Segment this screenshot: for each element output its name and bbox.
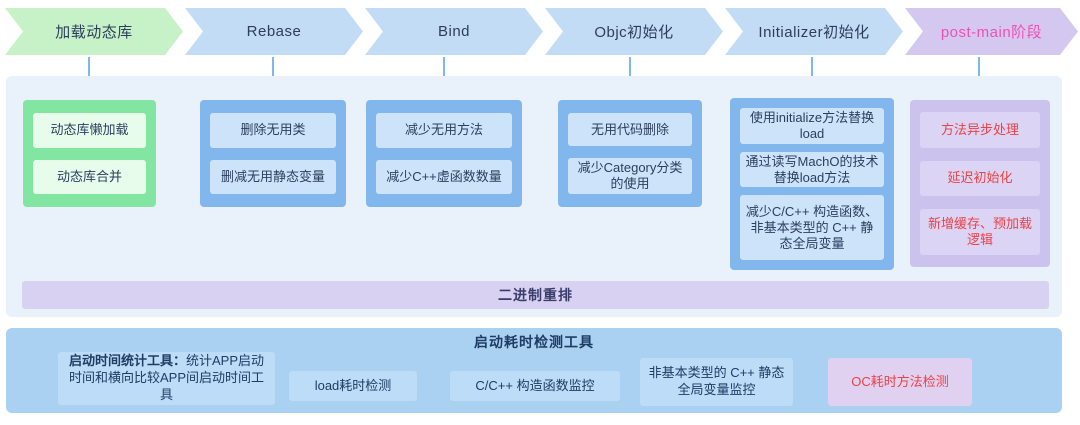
stage-chevron-load-dylib: 加载动态库: [5, 8, 183, 55]
stage-label: 加载动态库: [55, 24, 133, 41]
tool-box-load-time: load耗时检测: [289, 371, 417, 401]
optimization-item: 减少C/C++ 构造函数、非基本类型的 C++ 静态全局变量: [740, 195, 884, 260]
down-arrow-icon: [88, 57, 90, 85]
stage-label: Initializer初始化: [758, 24, 870, 41]
stage-chevron-post-main: post-main阶段: [905, 8, 1078, 55]
startup-time-stat-tool-text: 启动时间统计工具：统计APP启动时间和横向比较APP间启动时间工具: [64, 353, 269, 404]
startup-time-stat-tool-desc: 统计APP启动时间和横向比较APP间启动时间工具: [68, 353, 265, 402]
tools-panel-title: 启动耗时检测工具: [474, 334, 594, 350]
tool-label: load耗时检测: [314, 377, 392, 393]
tools-panel: 启动耗时检测工具 启动时间统计工具：统计APP启动时间和横向比较APP间启动时间…: [6, 328, 1062, 413]
optimization-item: 无用代码删除: [568, 113, 692, 147]
stage-column-bind: 减少无用方法 减少C++虚函数数量: [366, 100, 522, 207]
startup-time-stat-tool-title: 启动时间统计工具：: [68, 353, 186, 369]
stage-column-load-dylib: 动态库懒加载 动态库合并: [23, 100, 156, 207]
tool-label: OC耗时方法检测: [851, 373, 949, 389]
optimization-item: 减少Category分类的使用: [568, 158, 692, 194]
stage-column-initializer: 使用initialize方法替换load 通过读写MachO的技术替换load方…: [730, 98, 894, 270]
optimization-item: 动态库懒加载: [33, 113, 146, 148]
stage-label: Bind: [437, 23, 471, 40]
stage-chevron-objc-init: Objc初始化: [545, 8, 723, 55]
down-arrow-icon: [629, 57, 631, 85]
optimization-item: 减少C++虚函数数量: [376, 159, 512, 194]
down-arrow-icon: [978, 57, 980, 85]
down-arrow-icon: [272, 57, 274, 85]
stage-chevron-initializer: Initializer初始化: [725, 8, 903, 55]
stage-chevron-rebase: Rebase: [185, 8, 363, 55]
tool-label: C/C++ 构造函数监控: [475, 377, 595, 393]
stage-column-post-main: 方法异步处理 延迟初始化 新增缓存、预加载逻辑: [910, 100, 1050, 267]
optimization-item: 方法异步处理: [920, 112, 1040, 148]
optimization-item: 延迟初始化: [920, 160, 1040, 196]
optimization-item: 使用initialize方法替换load: [740, 108, 884, 144]
tool-box-cpp-constructor-monitor: C/C++ 构造函数监控: [450, 371, 620, 401]
tool-box-static-global-monitor: 非基本类型的 C++ 静态全局变量监控: [640, 358, 793, 406]
tool-label: 非基本类型的 C++ 静态全局变量监控: [648, 365, 785, 397]
binary-reorder-label: 二进制重排: [498, 287, 573, 303]
stage-label: Objc初始化: [594, 24, 674, 41]
optimization-item: 删除无用类: [210, 113, 336, 148]
optimization-item: 删减无用静态变量: [210, 159, 336, 194]
stage-label: post-main阶段: [940, 24, 1043, 41]
optimization-item: 减少无用方法: [376, 113, 512, 148]
down-arrow-icon: [811, 57, 813, 85]
optimization-item: 通过读写MachO的技术替换load方法: [740, 151, 884, 188]
tool-box-oc-method-time: OC耗时方法检测: [828, 358, 972, 406]
optimization-panel: 动态库懒加载 动态库合并 删除无用类 删减无用静态变量 减少无用方法 减少C++…: [6, 76, 1062, 317]
optimization-item: 新增缓存、预加载逻辑: [920, 209, 1040, 255]
down-arrow-icon: [443, 57, 445, 85]
stage-column-rebase: 删除无用类 删减无用静态变量: [200, 100, 346, 207]
stage-chevron-bind: Bind: [365, 8, 543, 55]
stage-label: Rebase: [246, 23, 302, 40]
binary-reorder-bar: 二进制重排: [22, 281, 1049, 309]
startup-time-stat-tool-box: 启动时间统计工具：统计APP启动时间和横向比较APP间启动时间工具: [58, 352, 275, 405]
optimization-item: 动态库合并: [33, 159, 146, 194]
stage-column-objc-init: 无用代码删除 减少Category分类的使用: [558, 100, 702, 207]
